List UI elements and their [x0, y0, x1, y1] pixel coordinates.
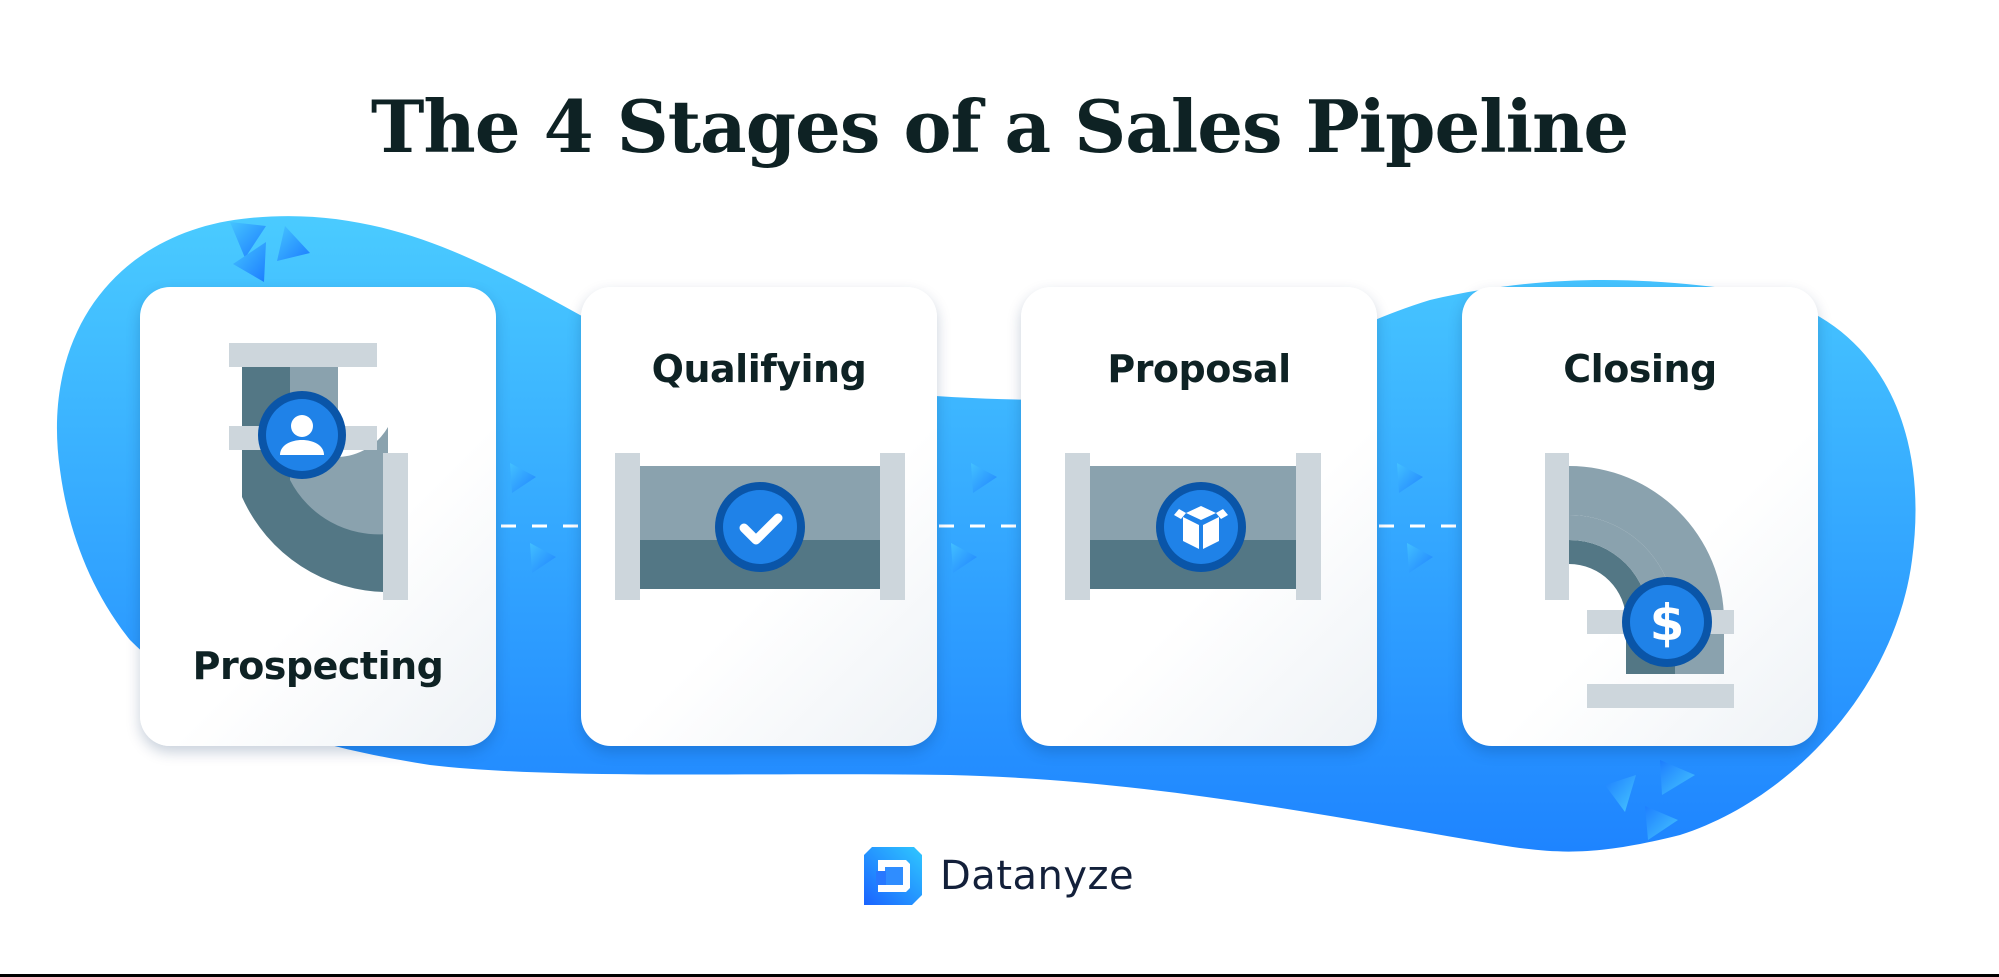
- flange: [1545, 453, 1569, 600]
- stage-card-closing: Closing $: [1462, 287, 1818, 746]
- connector-1-2: [501, 463, 581, 573]
- stage-card-prospecting: Prospecting: [140, 287, 496, 746]
- stage-label: Prospecting: [192, 644, 444, 688]
- bottom-border: [0, 974, 1999, 977]
- stage-label: Qualifying: [651, 347, 867, 391]
- person-icon: [280, 415, 324, 455]
- stage-label: Proposal: [1107, 347, 1291, 391]
- flange: [229, 343, 377, 367]
- page-title: The 4 Stages of a Sales Pipeline: [370, 84, 1629, 169]
- triangle-decoration: [230, 222, 266, 258]
- stage-label: Closing: [1563, 347, 1717, 391]
- dollar-icon: $: [1650, 594, 1685, 652]
- straight-pipe-graphic: [615, 453, 905, 600]
- datanyze-logo-icon: [864, 847, 922, 905]
- connector-2-3: [939, 463, 1022, 573]
- stage-card-qualifying: Qualifying: [581, 287, 937, 746]
- elbow-pipe-graphic: [229, 343, 408, 600]
- straight-pipe-graphic: [1065, 453, 1321, 600]
- box-icon: [1174, 506, 1228, 549]
- elbow-pipe-graphic: $: [1545, 453, 1734, 708]
- brand-name: Datanyze: [940, 853, 1135, 899]
- brand-logo: Datanyze: [862, 844, 1134, 908]
- checkmark-icon: [739, 513, 783, 545]
- connector-3-4: [1379, 463, 1462, 573]
- flange: [1065, 453, 1090, 600]
- stage-card-proposal: Proposal: [1021, 287, 1377, 746]
- flange: [615, 453, 640, 600]
